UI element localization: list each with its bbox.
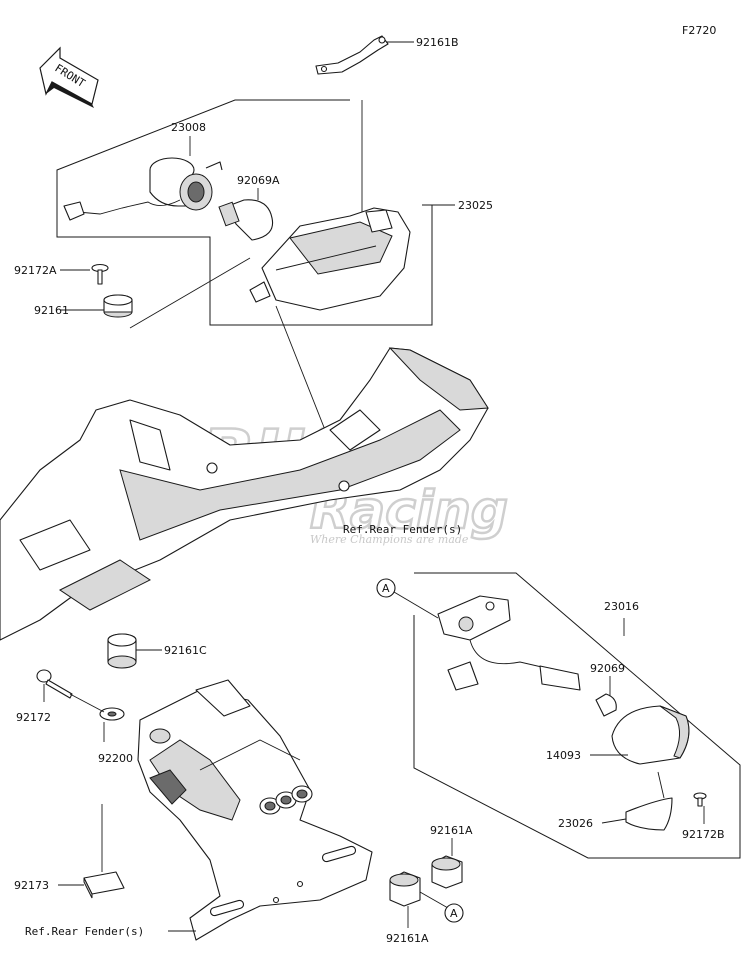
part-92161B-bracket	[315, 35, 389, 75]
license-plate-bracket	[137, 679, 373, 941]
marker-a-bottom: A	[450, 907, 458, 920]
right-assembly-frame	[413, 572, 741, 859]
front-arrow-icon: FRONT	[39, 46, 99, 108]
callout-23008: 23008	[171, 121, 206, 134]
callout-92172: 92172	[16, 711, 51, 724]
callout-92161A-lower: 92161A	[386, 932, 429, 945]
part-92173-pad	[83, 804, 125, 899]
callout-92172A: 92172A	[14, 264, 57, 277]
part-92172A-screw	[91, 263, 109, 285]
part-92200-washer	[99, 707, 125, 721]
callout-23026: 23026	[558, 817, 593, 830]
callout-ref-rear-fender-upper: Ref.Rear Fender(s)	[343, 523, 462, 536]
marker-a-top: A	[382, 582, 390, 595]
callout-92200: 92200	[98, 752, 133, 765]
part-14093-lens	[611, 705, 690, 765]
upper-assembly-frame	[56, 99, 455, 326]
part-23026-reflector	[625, 771, 673, 831]
callout-92069A: 92069A	[237, 174, 280, 187]
part-92069A-bulb	[218, 199, 274, 241]
callout-92173: 92173	[14, 879, 49, 892]
part-92161A-lower-grommet	[389, 871, 421, 907]
watermark-tagline: Where Champions are made	[310, 533, 469, 546]
callout-92161A-upper: 92161A	[430, 824, 473, 837]
callout-92172B: 92172B	[682, 828, 725, 841]
callout-92161: 92161	[34, 304, 69, 317]
part-92161C-collar	[107, 633, 137, 669]
part-92172B-screw	[693, 792, 707, 807]
callout-92161C: 92161C	[164, 644, 207, 657]
marker-a-top-circle	[376, 578, 396, 598]
rear-fender-reference	[0, 347, 489, 641]
marker-a-bottom-circle	[444, 903, 464, 923]
part-23025-lamp-housing	[249, 207, 411, 311]
callout-ref-rear-fender-lower: Ref.Rear Fender(s)	[25, 925, 144, 938]
figure-code: F2720	[682, 24, 716, 37]
part-23016-socket	[437, 595, 581, 691]
callout-23016: 23016	[604, 600, 639, 613]
part-92069-bulb	[595, 693, 617, 717]
callout-23025: 23025	[458, 199, 493, 212]
part-92161-grommet	[103, 294, 133, 318]
callout-92161B: 92161B	[416, 36, 459, 49]
callout-92069: 92069	[590, 662, 625, 675]
part-23008-socket	[63, 157, 223, 221]
part-92172-bolt	[36, 669, 73, 699]
callout-14093: 14093	[546, 749, 581, 762]
part-92161A-upper-grommet	[431, 855, 463, 889]
